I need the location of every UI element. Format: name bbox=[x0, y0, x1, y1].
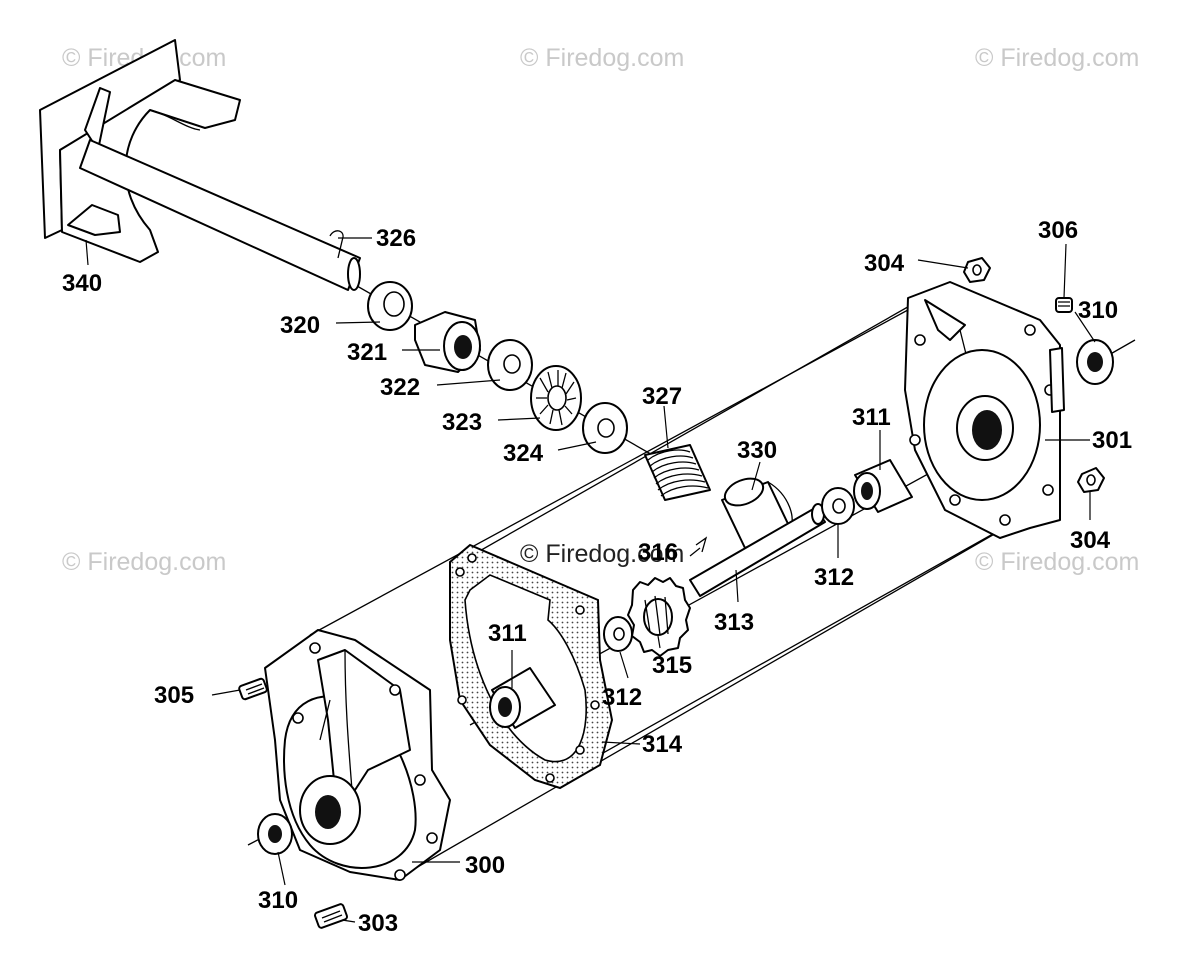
flat-washer-part bbox=[487, 339, 533, 391]
callout-311-lower: 311 bbox=[488, 620, 527, 647]
callout-310-right: 310 bbox=[1078, 297, 1118, 324]
leader-lines bbox=[85, 237, 1096, 923]
callout-301: 301 bbox=[1092, 427, 1132, 454]
callout-324: 324 bbox=[503, 440, 544, 467]
callout-304-lower: 304 bbox=[1070, 527, 1111, 554]
bushing-lower-part bbox=[489, 667, 556, 729]
woodruff-key-part bbox=[695, 536, 708, 553]
flange-bearing-right bbox=[1076, 339, 1114, 385]
thrust-bearing-part bbox=[530, 365, 582, 431]
thrust-washer-part bbox=[367, 281, 413, 331]
bolt-lower-part bbox=[314, 903, 348, 929]
hex-nut-lower bbox=[1077, 467, 1105, 493]
impeller-shaft bbox=[79, 139, 361, 291]
watermark-group: © Firedog.com © Firedog.com © Firedog.co… bbox=[62, 44, 1139, 576]
worm-gear-part bbox=[644, 444, 711, 501]
spur-gear-part bbox=[627, 577, 691, 657]
callout-311-upper: 311 bbox=[852, 404, 891, 431]
callout-316: 316 bbox=[638, 539, 678, 566]
callout-312-upper: 312 bbox=[814, 564, 854, 591]
washer-part bbox=[582, 402, 628, 454]
washer-upper-part bbox=[821, 487, 855, 525]
flange-bearing-left bbox=[257, 813, 293, 855]
callout-323: 323 bbox=[442, 409, 482, 436]
callout-313: 313 bbox=[714, 609, 754, 636]
hex-nut-upper bbox=[963, 257, 991, 283]
callout-320: 320 bbox=[280, 312, 320, 339]
callout-340: 340 bbox=[62, 270, 102, 297]
callout-306: 306 bbox=[1038, 217, 1078, 244]
bushing-upper-part bbox=[853, 459, 913, 513]
watermark-text: © Firedog.com bbox=[975, 548, 1139, 576]
callout-labels: 340 326 320 321 322 323 324 327 330 311 … bbox=[62, 217, 1132, 937]
watermark-text: © Firedog.com bbox=[520, 540, 684, 568]
washer-lower-part bbox=[603, 616, 633, 652]
callout-330: 330 bbox=[737, 437, 777, 464]
callout-300: 300 bbox=[465, 852, 505, 879]
set-screw-part bbox=[1055, 297, 1073, 313]
watermark-text: © Firedog.com bbox=[62, 548, 226, 576]
callout-321: 321 bbox=[347, 339, 387, 366]
bearing-hub-part bbox=[414, 311, 481, 373]
callout-305: 305 bbox=[154, 682, 194, 709]
callout-312-lower: 312 bbox=[602, 684, 642, 711]
watermark-text: © Firedog.com bbox=[975, 44, 1139, 72]
cotter-pin-part bbox=[329, 230, 344, 259]
callout-304-upper: 304 bbox=[864, 250, 905, 277]
callout-315: 315 bbox=[652, 652, 692, 679]
callout-326: 326 bbox=[376, 225, 416, 252]
gearcase-housing-right bbox=[904, 281, 1065, 539]
impeller-part bbox=[39, 39, 241, 263]
bolt-upper-part bbox=[238, 677, 268, 701]
callout-322: 322 bbox=[380, 374, 420, 401]
callout-327: 327 bbox=[642, 383, 682, 410]
gasket-part bbox=[449, 543, 614, 790]
watermark-text: © Firedog.com bbox=[520, 44, 684, 72]
callout-310-left: 310 bbox=[258, 887, 298, 914]
callout-303: 303 bbox=[358, 910, 398, 937]
gearcase-housing-left bbox=[264, 629, 451, 881]
callout-314: 314 bbox=[642, 731, 683, 758]
